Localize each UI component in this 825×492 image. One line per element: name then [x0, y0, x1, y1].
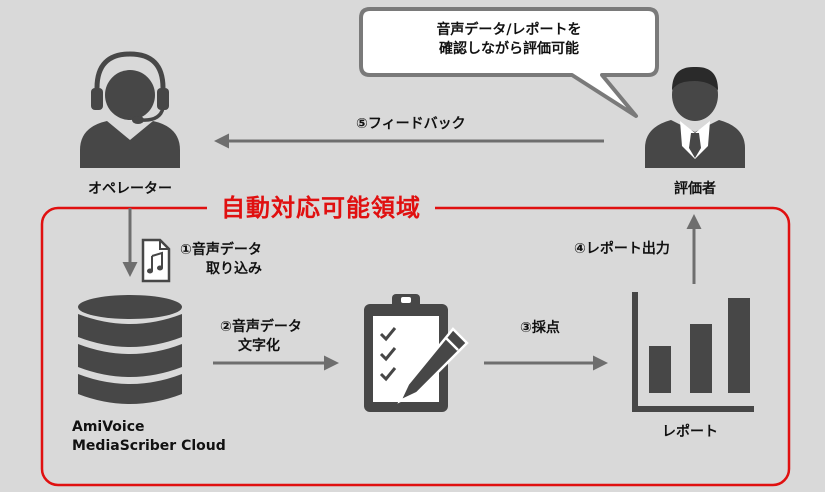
pen-icon	[397, 327, 469, 404]
database-label: AmiVoice MediaScriber Cloud	[72, 418, 226, 456]
operator-headset-icon	[80, 51, 180, 168]
speech-bubble	[359, 7, 659, 118]
step2-line2: 文字化	[238, 338, 280, 354]
step2-line1: ②音声データ	[220, 319, 302, 335]
database-line1: AmiVoice	[72, 419, 145, 435]
clipboard-checklist-icon	[364, 294, 448, 412]
speech-bubble-line1: 音声データ/レポートを	[436, 22, 582, 38]
feedback-label: ⑤フィードバック	[356, 116, 466, 132]
evaluator-person-icon	[645, 66, 745, 168]
database-icon	[78, 295, 182, 404]
step1-line1: ①音声データ	[180, 242, 262, 258]
step3-label: ③採点	[520, 320, 560, 336]
operator-label: オペレーター	[88, 181, 172, 197]
database-line2: MediaScriber Cloud	[72, 438, 226, 454]
step4-label: ④レポート出力	[574, 241, 670, 257]
step1-label: ①音声データ 取り込み	[180, 241, 262, 279]
auto-region-title: 自動対応可能領域	[207, 191, 435, 225]
report-chart-icon	[632, 292, 754, 412]
evaluator-label: 評価者	[674, 181, 716, 197]
audio-file-icon	[141, 238, 171, 283]
step1-line2: 取り込み	[206, 261, 262, 277]
speech-bubble-line2: 確認しながら評価可能	[439, 41, 579, 57]
step2-label: ②音声データ 文字化	[220, 318, 302, 356]
speech-bubble-text: 音声データ/レポートを 確認しながら評価可能	[384, 21, 634, 59]
report-label: レポート	[662, 424, 718, 440]
